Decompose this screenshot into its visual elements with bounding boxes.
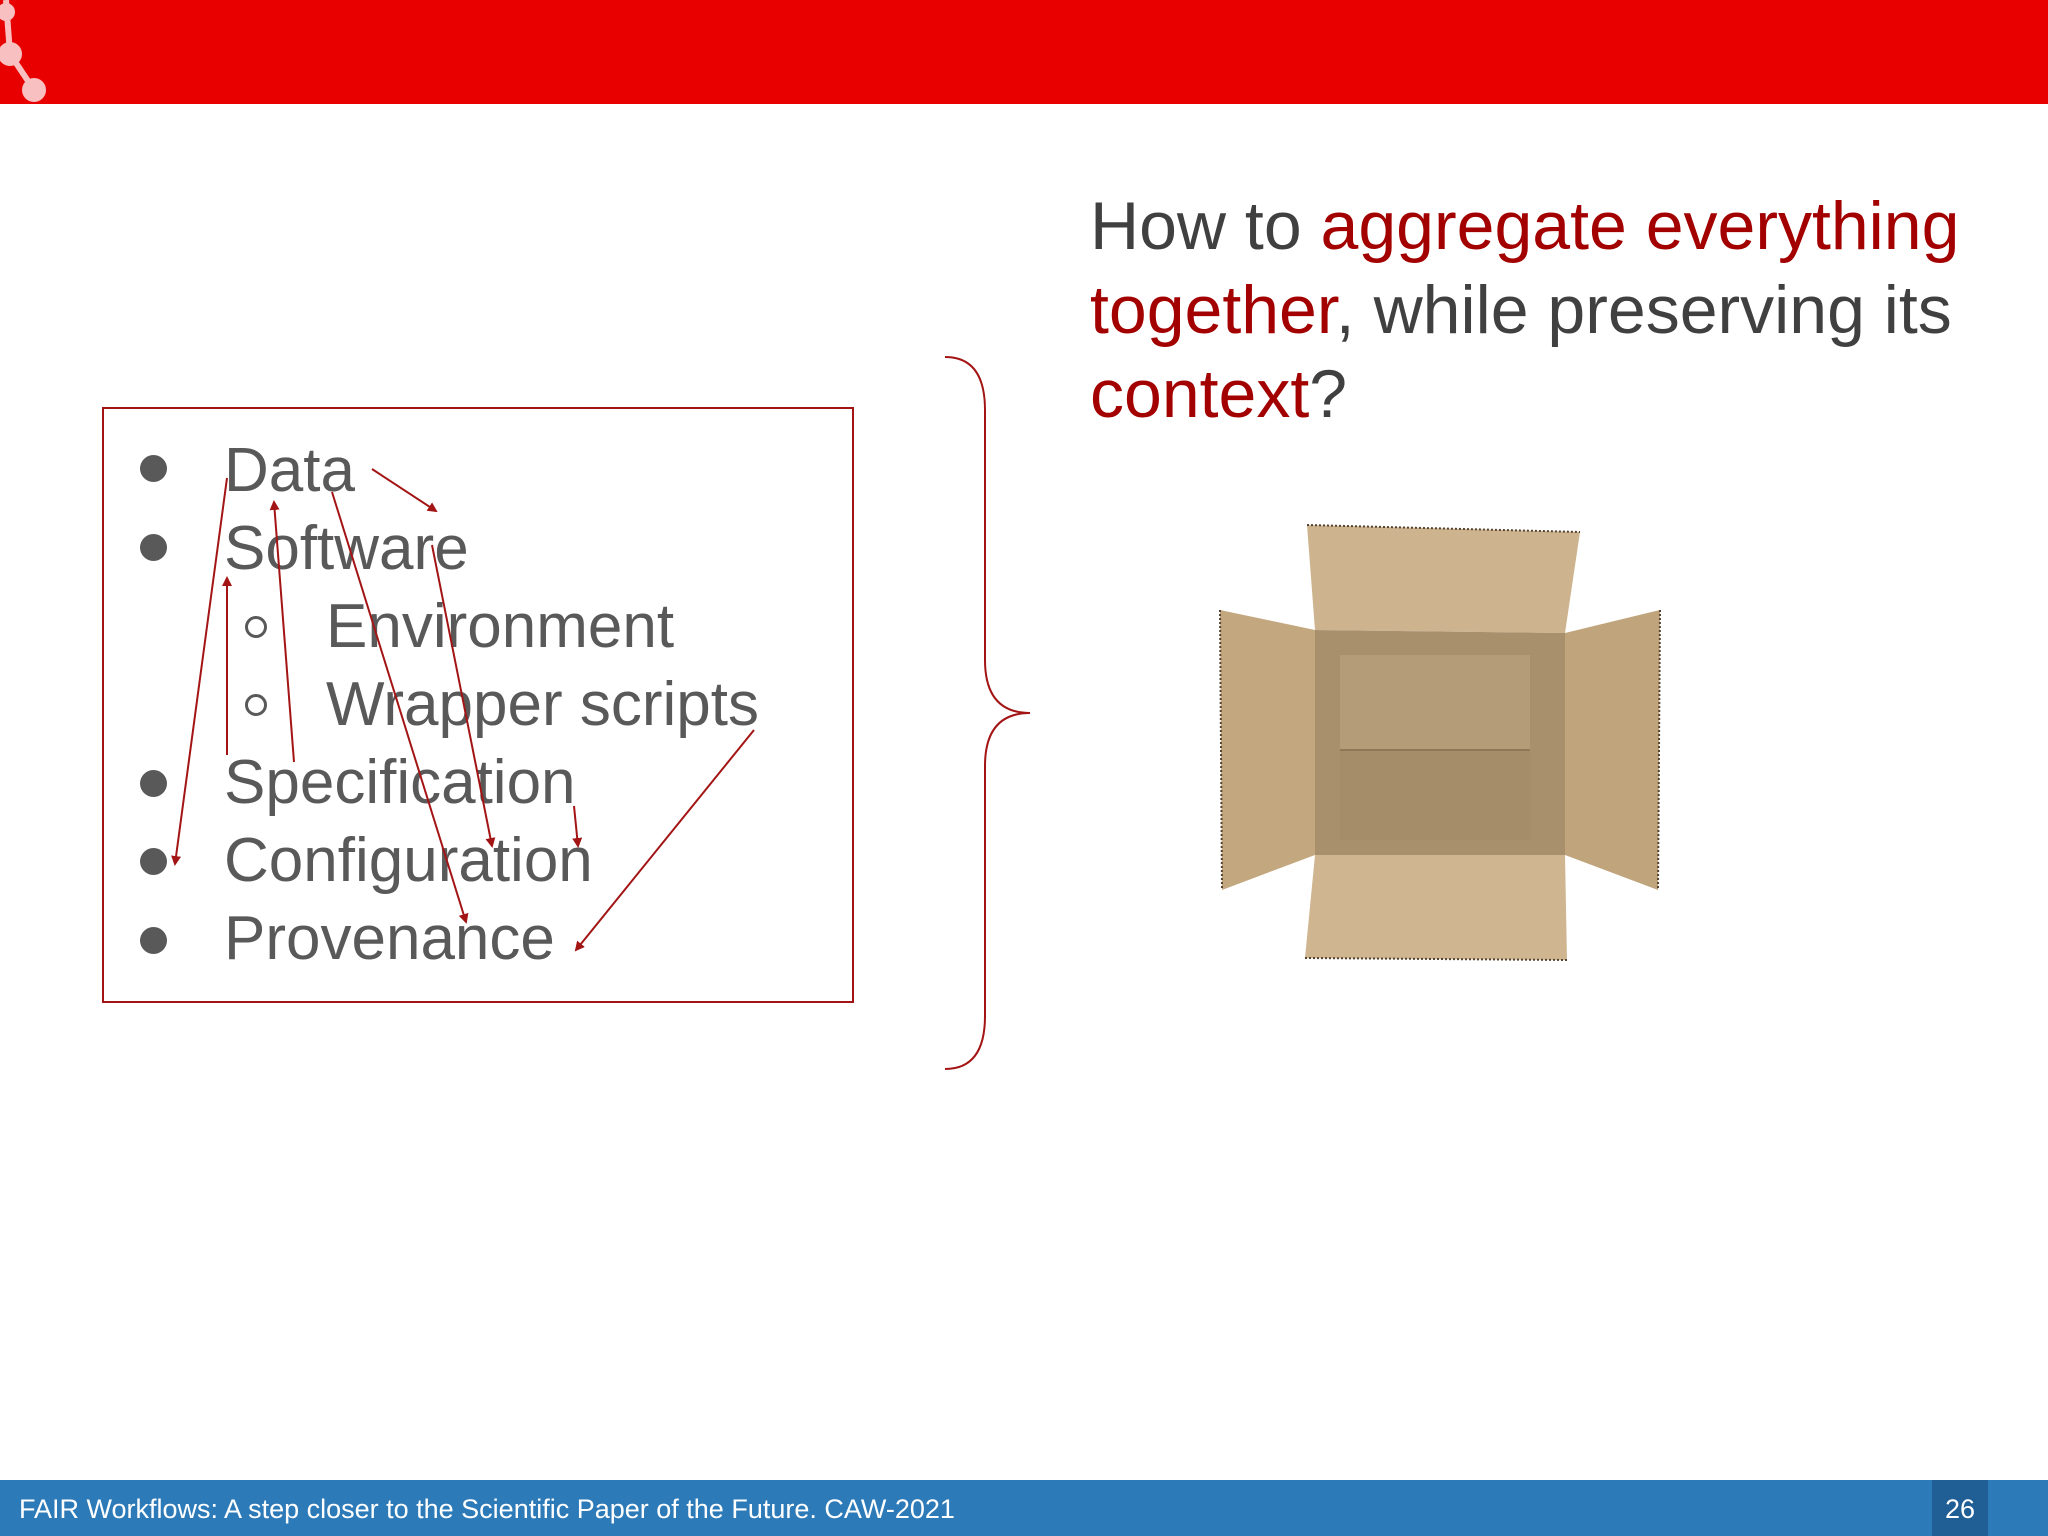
curly-brace — [944, 356, 1031, 1070]
page-number: 26 — [1944, 1494, 1976, 1524]
page-number-box — [1932, 1480, 1988, 1536]
bullet-marker — [140, 927, 167, 954]
list-box — [102, 407, 854, 1003]
footer-title: FAIR Workflows: A step closer to the Sci… — [19, 1494, 955, 1524]
list-item-specification: Specification — [224, 748, 576, 817]
list-item-configuration: Configuration — [224, 826, 593, 895]
bullet-marker — [140, 455, 167, 482]
question-text: How to aggregate everything together, wh… — [1090, 188, 1960, 432]
list-item-software: Software — [224, 514, 469, 583]
sub-bullet-marker — [245, 694, 267, 716]
bullet-marker — [140, 534, 167, 561]
network-logo-icon — [0, 0, 46, 102]
sub-bullet-marker — [245, 616, 267, 638]
list-item-provenance: Provenance — [224, 904, 555, 973]
bullet-marker — [140, 770, 167, 797]
list-item-data: Data — [224, 436, 355, 505]
header-bar — [0, 0, 2048, 104]
bullet-marker — [140, 848, 167, 875]
footer-bar — [0, 1480, 2048, 1536]
list-item-environment: Environment — [326, 592, 675, 661]
